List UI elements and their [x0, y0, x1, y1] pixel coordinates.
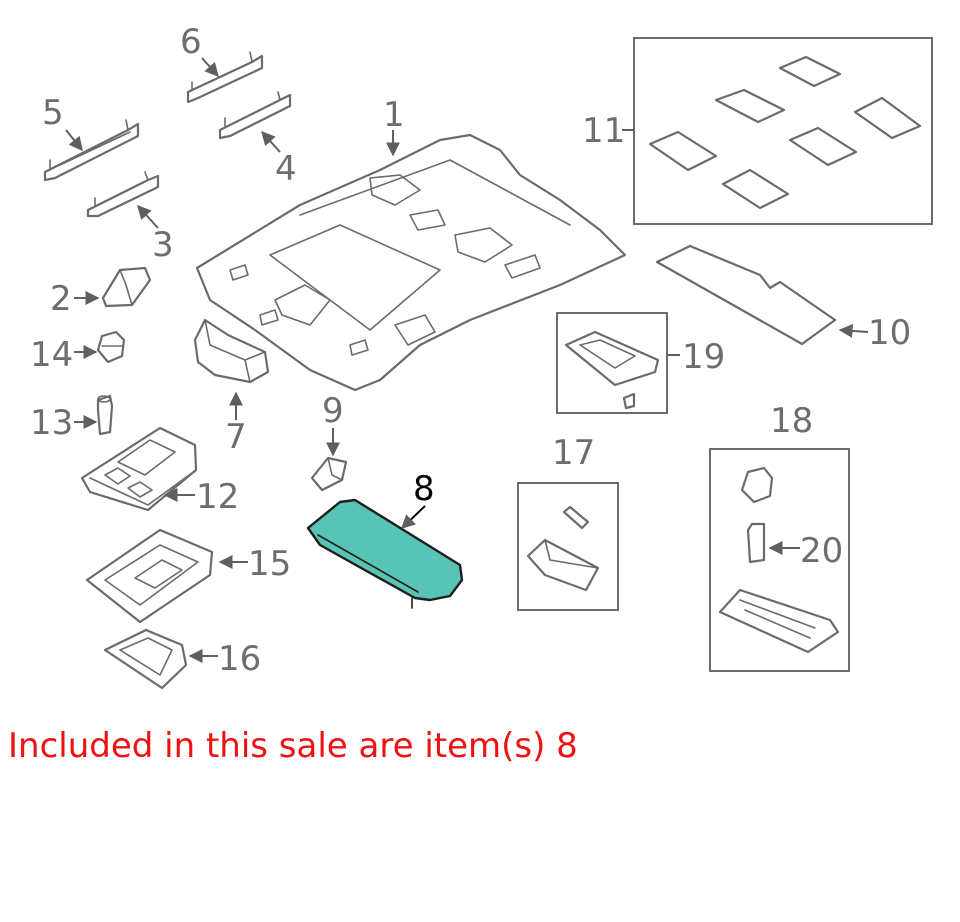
callout-4: 4	[275, 149, 297, 189]
part-17-lamp-assembly[interactable]	[517, 482, 619, 611]
callout-8: 8	[413, 469, 435, 509]
callout-5: 5	[42, 93, 64, 133]
part-1-headliner[interactable]	[195, 133, 627, 392]
part-4-grab-handle[interactable]	[218, 91, 292, 140]
part-5-grab-handle[interactable]	[43, 119, 140, 182]
part-9-clip[interactable]	[310, 456, 348, 492]
callout-14: 14	[30, 335, 73, 375]
callout-12: 12	[196, 477, 239, 517]
callout-20: 20	[800, 531, 843, 571]
callout-13: 13	[30, 403, 73, 443]
callout-19: 19	[682, 337, 725, 377]
part-14-clip[interactable]	[96, 330, 126, 364]
callout-2: 2	[50, 279, 72, 319]
callout-6: 6	[180, 22, 202, 62]
callout-1: 1	[383, 95, 405, 135]
callout-3: 3	[152, 225, 174, 265]
part-2-clip[interactable]	[101, 266, 152, 308]
part-16-lens[interactable]	[103, 628, 188, 690]
part-15-lamp-housing[interactable]	[85, 528, 214, 624]
part-13-bulb[interactable]	[96, 394, 114, 436]
callout-16: 16	[218, 639, 261, 679]
callout-18: 18	[770, 401, 813, 441]
part-10-pad[interactable]	[655, 244, 837, 346]
callout-10: 10	[868, 313, 911, 353]
callout-7: 7	[225, 417, 247, 457]
part-18-lamp-kit[interactable]	[709, 448, 850, 672]
part-3-grab-handle[interactable]	[86, 171, 160, 218]
callout-9: 9	[322, 391, 344, 431]
part-8-sun-visor[interactable]	[306, 498, 464, 609]
sale-caption: Included in this sale are item(s) 8	[8, 726, 578, 766]
callout-11: 11	[582, 111, 625, 151]
part-19-map-light[interactable]	[556, 312, 668, 414]
part-7-bracket[interactable]	[193, 318, 270, 384]
part-12-console[interactable]	[80, 426, 198, 512]
callout-15: 15	[248, 544, 291, 584]
part-6-grab-handle[interactable]	[186, 51, 264, 104]
callout-17: 17	[552, 433, 595, 473]
part-11-pad-set[interactable]	[633, 37, 933, 225]
